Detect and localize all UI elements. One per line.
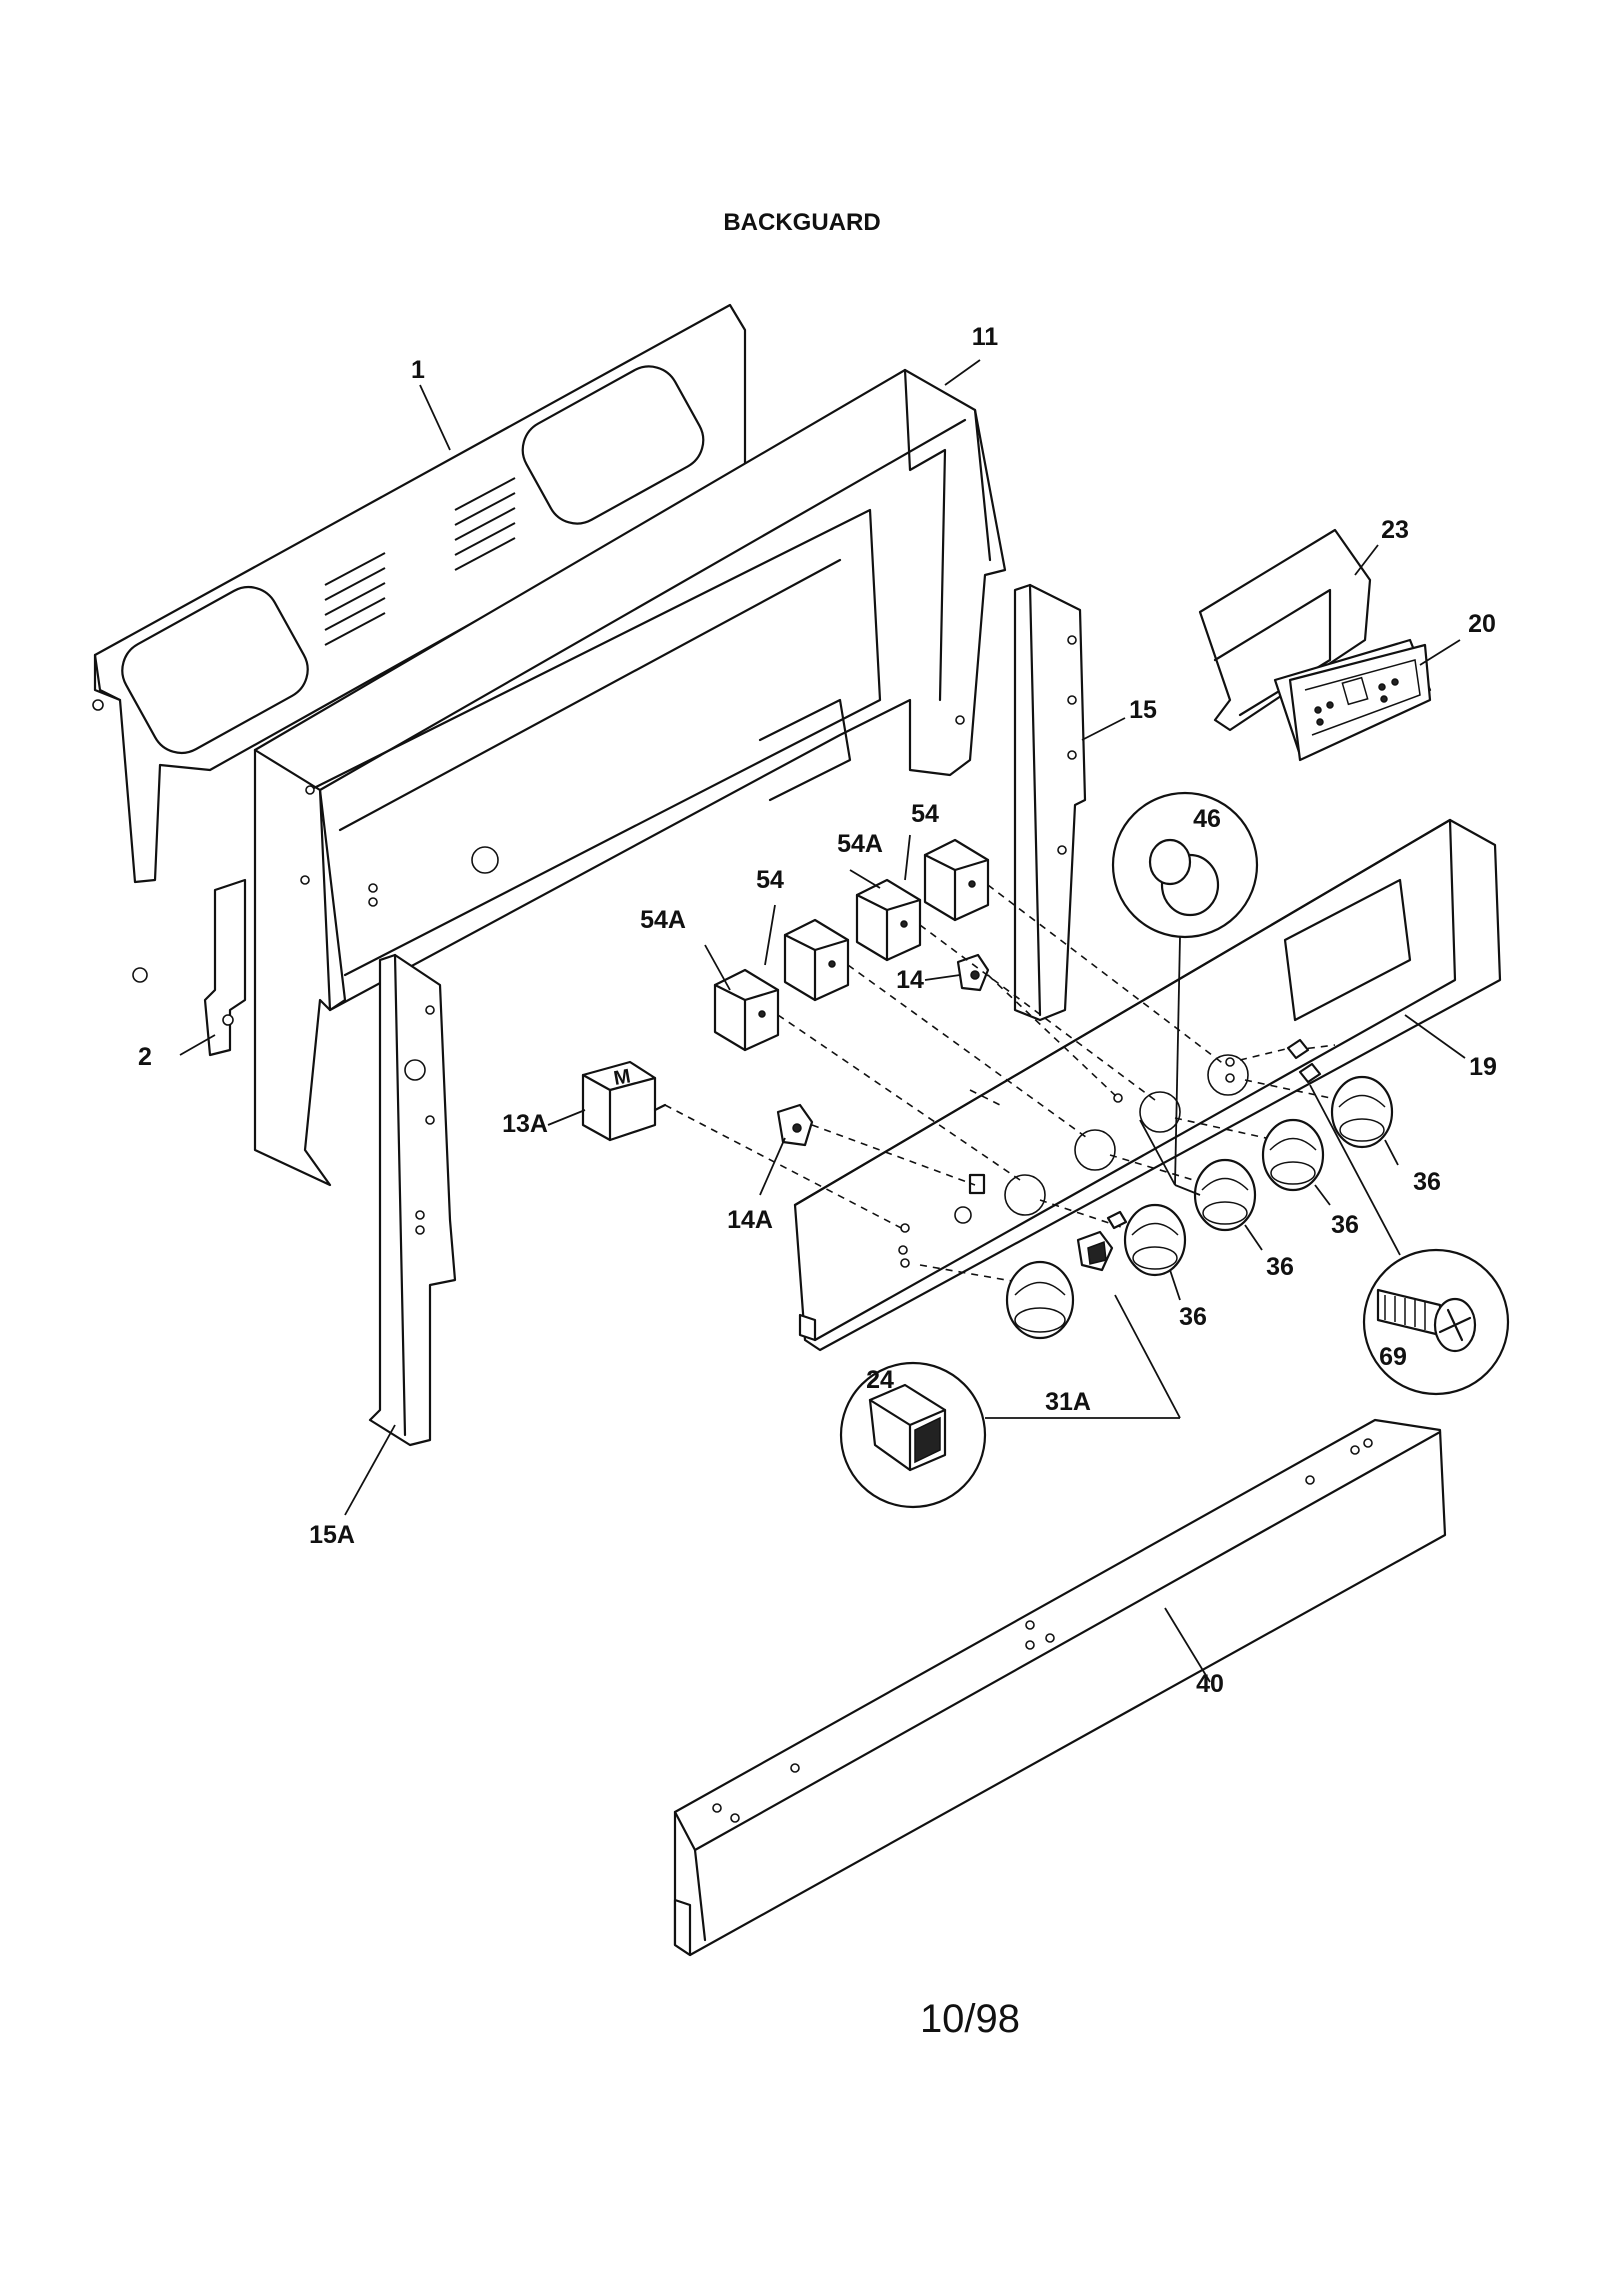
detail-circle-24	[839, 1294, 1181, 1509]
trim-40	[673, 1418, 1447, 1957]
label-54-upper: 54	[911, 800, 939, 828]
switch-13A: M	[581, 1060, 667, 1142]
label-15: 15	[1129, 696, 1157, 724]
switch-marking: M	[612, 1065, 632, 1090]
date-code: 10/98	[920, 1997, 1020, 2041]
label-23: 23	[1381, 516, 1409, 544]
rear-panel-vents	[324, 477, 516, 646]
rocker-switch-24-small	[1076, 1230, 1114, 1272]
frame-11	[253, 368, 1007, 1187]
label-36-d: 36	[1413, 1168, 1441, 1196]
panel-screws	[1106, 1038, 1322, 1230]
bracket-2	[203, 878, 247, 1057]
knob-31A	[1005, 1260, 1075, 1340]
side-bracket-15A	[368, 953, 457, 1447]
label-36-c: 36	[1331, 1211, 1359, 1239]
control-panel-19	[793, 818, 1502, 1352]
label-31A: 31A	[1045, 1388, 1091, 1416]
label-36-b: 36	[1266, 1253, 1294, 1281]
label-19: 19	[1469, 1053, 1497, 1081]
knob-36-2	[1193, 1158, 1257, 1232]
label-54A-lower: 54A	[640, 906, 686, 934]
label-13A: 13A	[502, 1110, 548, 1138]
label-69: 69	[1379, 1343, 1407, 1371]
label-36-a: 36	[1179, 1303, 1207, 1331]
knob-36-1	[1123, 1203, 1187, 1277]
label-1: 1	[411, 356, 425, 384]
switch-54A-lower	[713, 968, 780, 1052]
side-bracket-15	[1013, 583, 1087, 1022]
knob-36-3	[1261, 1118, 1325, 1192]
label-20: 20	[1468, 610, 1496, 638]
label-54-lower: 54	[756, 866, 784, 894]
label-2: 2	[138, 1043, 152, 1071]
leader-lines	[179, 359, 1466, 1683]
switch-54A-upper	[855, 878, 922, 962]
rear-panel	[92, 303, 747, 983]
diagram-title: BACKGUARD	[723, 209, 880, 236]
label-54A-upper: 54A	[837, 830, 883, 858]
knob-36-4	[1330, 1075, 1394, 1149]
label-15A: 15A	[309, 1521, 355, 1549]
switch-54-upper	[923, 838, 990, 922]
switch-54-lower	[783, 918, 850, 1002]
label-24: 24	[866, 1366, 894, 1394]
detail-circle-69	[1309, 1084, 1510, 1396]
indicator-light-14	[956, 953, 990, 992]
indicator-light-14A	[776, 1103, 814, 1147]
detail-circle-46	[1111, 791, 1259, 1196]
label-46: 46	[1193, 805, 1221, 833]
label-11: 11	[972, 323, 999, 351]
part-labels: 1 2 11 13A 14 14A 15 15A 19 20 23 24 31A…	[138, 323, 1497, 1698]
label-14A: 14A	[727, 1206, 773, 1234]
clock-timer-20	[1273, 638, 1432, 762]
label-14: 14	[896, 966, 924, 994]
label-40: 40	[1196, 1670, 1224, 1698]
